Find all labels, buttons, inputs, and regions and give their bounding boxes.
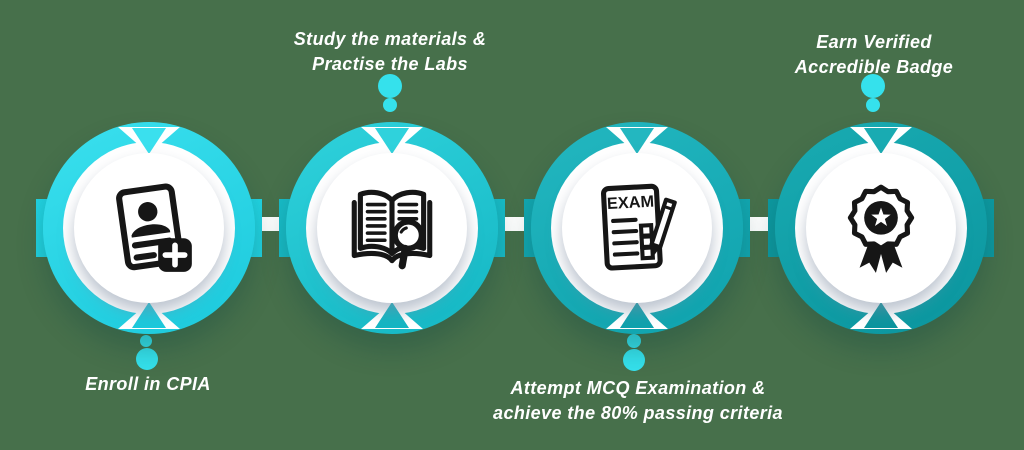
- svg-text:EXAM: EXAM: [607, 193, 655, 213]
- step-circle-exam: EXAM: [524, 122, 750, 334]
- award-badge-icon: [847, 184, 915, 273]
- connector-dot-small: [140, 335, 152, 347]
- step-label-exam: Attempt MCQ Examination & achieve the 80…: [493, 378, 783, 423]
- step-label-enroll: Enroll in CPIA: [85, 374, 211, 394]
- id-card-plus-icon: [116, 183, 192, 272]
- connector-bar: [750, 217, 769, 231]
- connector-dot-small: [866, 98, 880, 112]
- connector-dot-large: [136, 348, 158, 370]
- connector-bar: [505, 217, 525, 231]
- book-magnifier-icon: [351, 189, 433, 270]
- connector-dot-small: [383, 98, 397, 112]
- step-circle-enroll: [36, 122, 262, 334]
- step-circle-study: [279, 122, 505, 334]
- exam-checklist-icon: EXAM: [600, 183, 677, 271]
- connector-dot-large: [861, 74, 885, 98]
- connector-bar: [262, 217, 280, 231]
- step-label-study: Study the materials & Practise the Labs: [293, 29, 487, 74]
- connector-dot-large: [623, 349, 645, 371]
- connector-dot-small: [627, 334, 641, 348]
- connector-dot-large: [378, 74, 402, 98]
- step-circle-badge: [768, 122, 994, 334]
- step-label-badge: Earn Verified Accredible Badge: [794, 32, 954, 77]
